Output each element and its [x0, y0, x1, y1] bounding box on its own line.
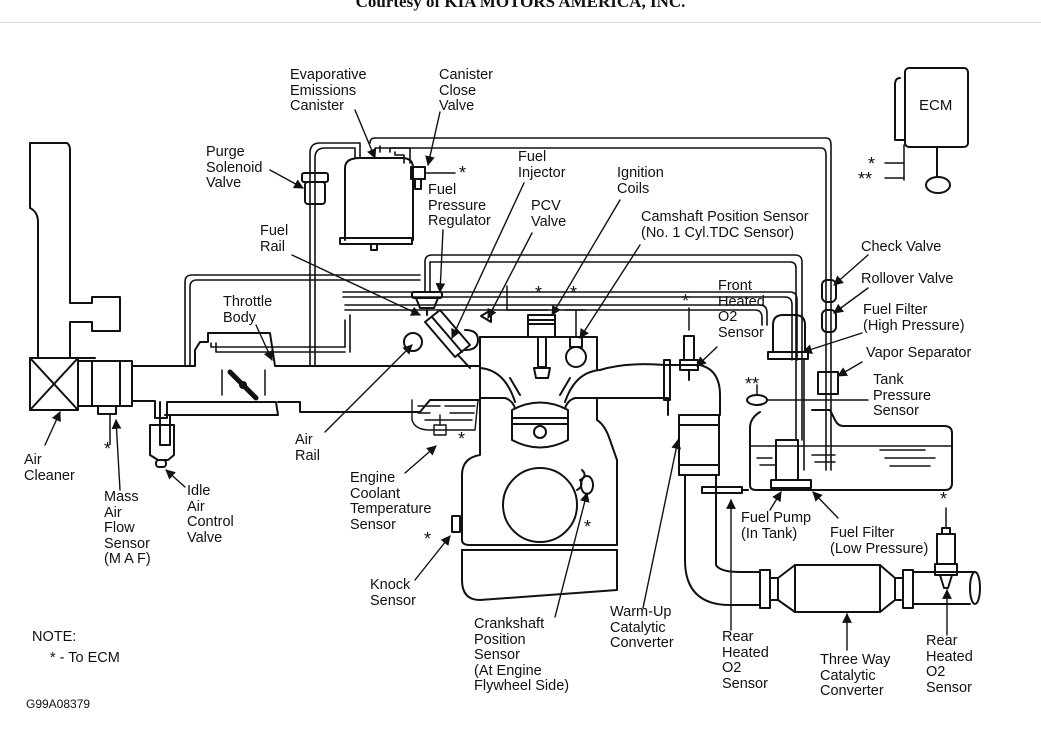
label-air-rail: Air Rail — [295, 432, 320, 464]
label-ignition-coils: Ignition Coils — [617, 165, 664, 197]
note-title: NOTE: — [32, 629, 77, 645]
maf-sensor-body — [77, 360, 133, 445]
ecm-marker-front-o2: * — [682, 291, 690, 311]
ecm-marker-knock: * — [424, 529, 432, 549]
evap-canister-body — [339, 157, 414, 251]
credit-header: Courtesy of KIA MOTORS AMERICA, INC. — [355, 0, 686, 11]
ecm-marker-camshaft: * — [570, 283, 578, 303]
label-rollover-valve: Rollover Valve — [861, 271, 954, 287]
rear-o2-sensor-1-body — [701, 486, 749, 494]
air-intake-duct — [29, 142, 121, 359]
label-fuel-pump: Fuel Pump (In Tank) — [741, 510, 812, 542]
intake-pipe-top — [131, 332, 481, 367]
piston-assembly — [479, 367, 601, 449]
vapor-separator-body — [817, 371, 839, 395]
purge-solenoid-body — [301, 172, 329, 205]
label-warmup-cat: Warm-Up Catalytic Converter — [610, 604, 674, 651]
check-valve-body — [821, 279, 837, 303]
label-fuel-pressure-regulator: Fuel Pressure Regulator — [428, 182, 491, 229]
label-idle-air-control-valve: Idle Air Control Valve — [187, 483, 234, 546]
label-evap-canister: Evaporative Emissions Canister — [290, 67, 367, 114]
label-knock-sensor: Knock Sensor — [370, 577, 416, 609]
ecm-marker-tank-pressure: ** — [745, 374, 760, 394]
ecm-marker-rear-o2-2: * — [940, 489, 948, 509]
ecm-marker-canister-valve: * — [459, 163, 467, 183]
ecm-legend-double: ** — [858, 169, 873, 189]
engine-block — [451, 397, 618, 601]
label-three-way-cat: Three Way Catalytic Converter — [820, 652, 891, 699]
label-air-cleaner: Air Cleaner — [24, 452, 75, 484]
ecm-marker-crankshaft: * — [584, 517, 592, 537]
label-rear-o2-sensor-1: Rear Heated O2 Sensor — [722, 629, 769, 692]
ecm-marker-coolant: * — [458, 429, 466, 449]
rear-o2-sensor-2-body — [934, 507, 958, 589]
label-engine-coolant-temp-sensor: Engine Coolant Temperature Sensor — [350, 470, 432, 533]
label-purge-solenoid-valve: Purge Solenoid Valve — [206, 144, 263, 191]
exhaust-manifold — [599, 359, 761, 606]
canister-close-valve-body — [410, 166, 456, 190]
fuel-filter-high-body — [767, 314, 809, 360]
iac-valve-body — [149, 424, 175, 468]
air-cleaner-box — [29, 357, 79, 411]
label-fuel-injector: Fuel Injector — [518, 149, 566, 181]
label-vapor-separator: Vapor Separator — [866, 345, 972, 361]
label-canister-close-valve: Canister Close Valve — [439, 67, 493, 114]
ecm-box — [884, 67, 969, 194]
front-o2-sensor-body — [679, 307, 699, 381]
rollover-valve-body — [821, 309, 837, 333]
coolant-jacket — [411, 399, 479, 436]
ecm-marker-ignition-coil: * — [535, 283, 543, 303]
vacuum-lines — [184, 137, 832, 471]
label-fuel-filter-low: Fuel Filter (Low Pressure) — [830, 525, 929, 557]
label-maf-sensor: Mass Air Flow Sensor (M A F) — [104, 489, 151, 567]
ecm-marker-maf: * — [104, 439, 112, 459]
label-front-o2-sensor: Front Heated O2 Sensor — [718, 278, 765, 341]
label-check-valve: Check Valve — [861, 239, 942, 255]
throttle-plate — [221, 369, 266, 401]
fuel-injector-body — [403, 309, 479, 369]
label-ecm: ECM — [919, 97, 953, 114]
label-throttle-body: Throttle Body — [223, 294, 273, 326]
label-tank-pressure-sensor: Tank Pressure Sensor — [873, 372, 932, 419]
fpr-body — [411, 291, 443, 316]
figure-id: G99A08379 — [26, 697, 91, 711]
tank-pressure-sensor-body — [746, 384, 869, 406]
header-divider — [0, 22, 1041, 23]
label-fuel-filter-high: Fuel Filter (High Pressure) — [863, 302, 965, 334]
label-camshaft-sensor: Camshaft Position Sensor (No. 1 Cyl.TDC … — [641, 209, 809, 241]
note-text: * - To ECM — [50, 650, 120, 666]
fuel-tank — [749, 409, 953, 491]
label-rear-o2-sensor-2: Rear Heated O2 Sensor — [926, 633, 973, 696]
three-way-cat-body — [759, 564, 981, 613]
label-fuel-rail: Fuel Rail — [260, 223, 289, 255]
label-pcv-valve: PCV Valve — [531, 198, 567, 230]
ecm-legend-single: * — [868, 154, 876, 174]
label-crankshaft-sensor: Crankshaft Position Sensor (At Engine Fl… — [474, 616, 570, 694]
leader-arrows — [44, 109, 952, 651]
